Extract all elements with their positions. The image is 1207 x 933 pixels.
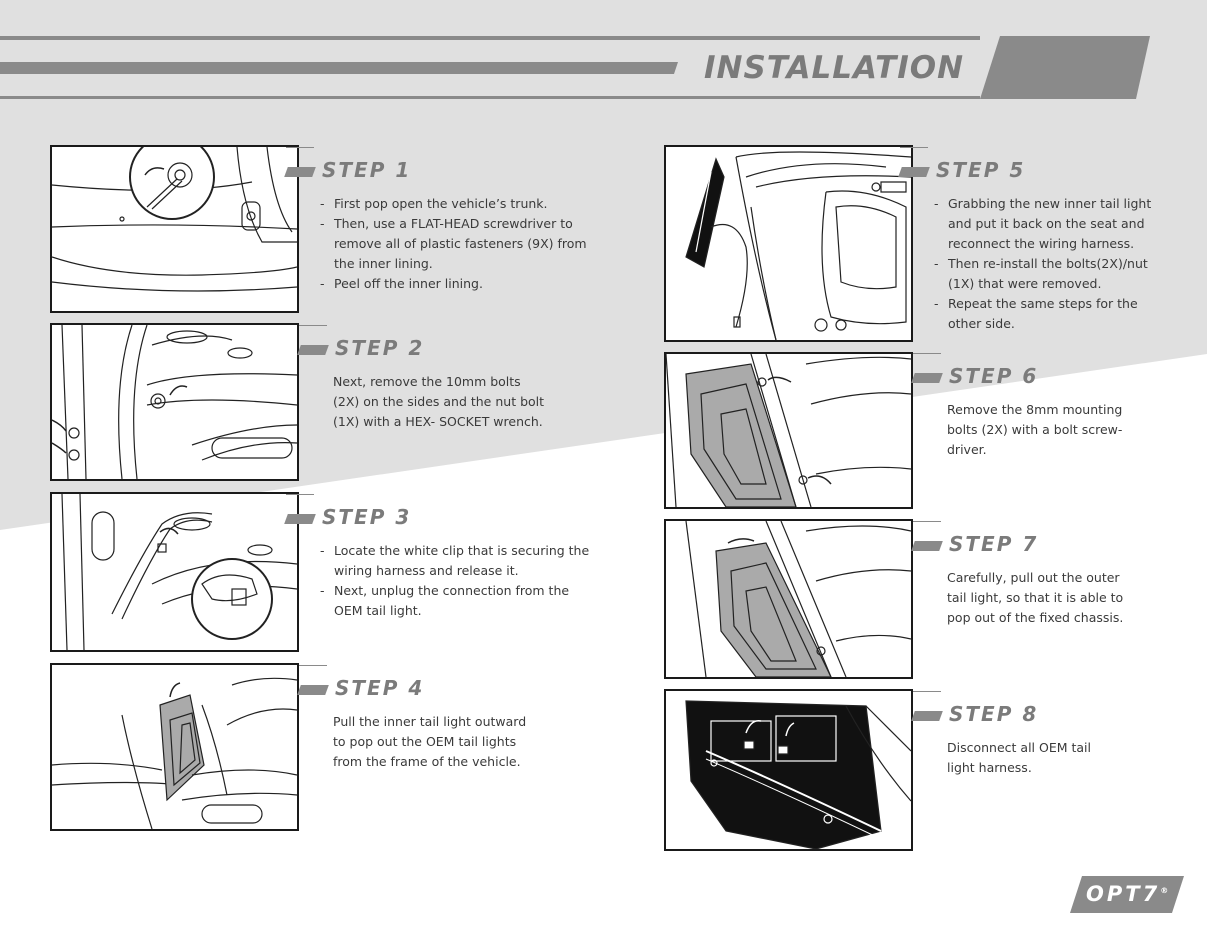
step-instructions: Next, remove the 10mm bolts (2X) on the …	[333, 372, 544, 432]
step-title: STEP 1	[322, 158, 412, 182]
step-2-figure	[50, 323, 299, 481]
step-marker-bar	[284, 167, 316, 177]
step-instructions: Carefully, pull out the outer tail light…	[947, 568, 1123, 628]
instruction-line: to pop out the OEM tail lights	[333, 734, 517, 749]
step-instructions: Pull the inner tail light outward to pop…	[333, 712, 526, 772]
instruction-line: Then, use a FLAT-HEAD screwdriver to rem…	[320, 214, 595, 274]
step-marker-bar	[911, 541, 943, 551]
instruction-line: Disconnect all OEM tail	[947, 740, 1091, 755]
step-instructions: Grabbing the new inner tail light and pu…	[934, 194, 1174, 334]
instruction-line: Next, remove the 10mm bolts	[333, 374, 521, 389]
instruction-line: Next, unplug the connection from the OEM…	[320, 581, 595, 621]
instruction-line: Grabbing the new inner tail light and pu…	[934, 194, 1174, 254]
step-instructions: Disconnect all OEM tail light harness.	[947, 738, 1091, 778]
instruction-line: tail light, so that it is able to	[947, 590, 1124, 605]
opt7-logo	[1070, 876, 1184, 913]
step-1-figure	[50, 145, 299, 313]
instruction-line: (2X) on the sides and the nut bolt	[333, 394, 545, 409]
step-marker-bar	[297, 685, 329, 695]
step-marker-bar	[898, 167, 930, 177]
step-marker-bar	[284, 514, 316, 524]
instruction-line: driver.	[947, 442, 987, 457]
instruction-line: First pop open the vehicle’s trunk.	[320, 194, 595, 214]
instruction-line: Pull the inner tail light outward	[333, 714, 527, 729]
step-7-figure	[664, 519, 913, 679]
step-marker-bar	[911, 711, 943, 721]
step-5-figure	[664, 145, 913, 342]
step-marker-bar	[297, 345, 329, 355]
instruction-line: Remove the 8mm mounting	[947, 402, 1123, 417]
step-title: STEP 2	[335, 336, 425, 360]
instruction-line: light harness.	[947, 760, 1032, 775]
instruction-line: Peel off the inner lining.	[320, 274, 595, 294]
step-marker-bar	[911, 373, 943, 383]
step-title: STEP 5	[936, 158, 1026, 182]
step-title: STEP 4	[335, 676, 425, 700]
step-4-figure	[50, 663, 299, 831]
step-instructions: Locate the white clip that is securing t…	[320, 541, 595, 621]
instruction-line: from the frame of the vehicle.	[333, 754, 521, 769]
instruction-line: Repeat the same steps for the other side…	[934, 294, 1174, 334]
instruction-line: Locate the white clip that is securing t…	[320, 541, 595, 581]
step-8-figure	[664, 689, 913, 851]
instruction-line: Then re-install the bolts(2X)/nut (1X) t…	[934, 254, 1174, 294]
instruction-line: bolts (2X) with a bolt screw-	[947, 422, 1123, 437]
step-instructions: Remove the 8mm mounting bolts (2X) with …	[947, 400, 1122, 460]
step-instructions: First pop open the vehicle’s trunk. Then…	[320, 194, 595, 294]
instruction-line: (1X) with a HEX- SOCKET wrench.	[333, 414, 543, 429]
logo-text: OPT7®	[1086, 882, 1172, 906]
instruction-line: Carefully, pull out the outer	[947, 570, 1120, 585]
step-6-figure	[664, 352, 913, 509]
step-title: STEP 8	[949, 702, 1039, 726]
step-title: STEP 7	[949, 532, 1039, 556]
step-title: STEP 3	[322, 505, 412, 529]
step-title: STEP 6	[949, 364, 1039, 388]
page-title: INSTALLATION	[704, 50, 965, 86]
step-3-figure	[50, 492, 299, 652]
instruction-line: pop out of the fixed chassis.	[947, 610, 1124, 625]
